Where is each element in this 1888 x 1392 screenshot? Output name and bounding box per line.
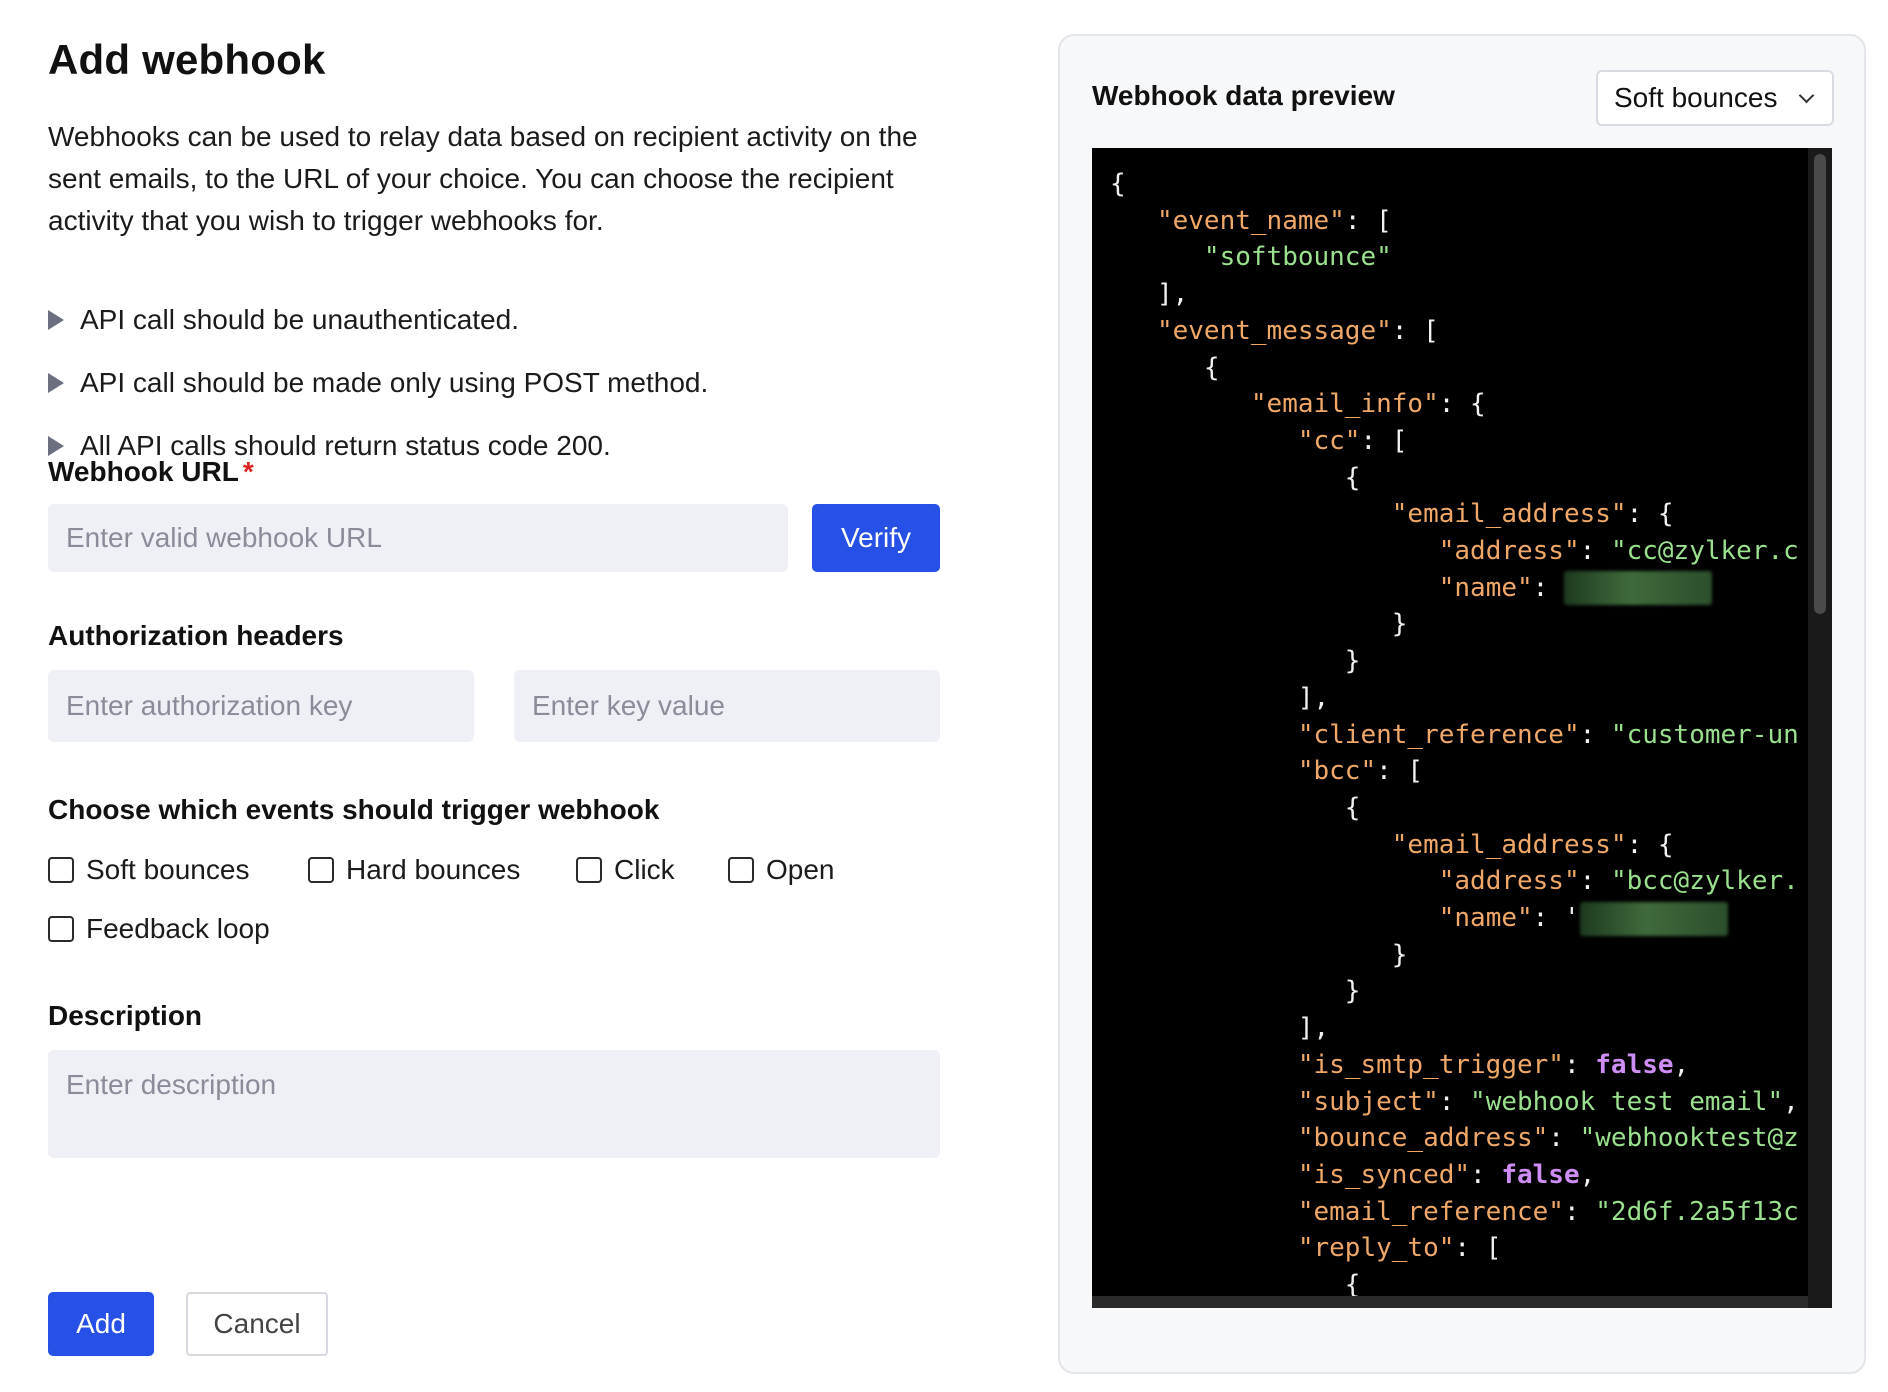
checkbox-click[interactable]: Click	[576, 854, 675, 886]
code-line: {	[1110, 169, 1126, 199]
list-item: API call should be made only using POST …	[48, 351, 708, 414]
code-line: {	[1110, 792, 1361, 823]
dropdown-selected-value: Soft bounces	[1614, 82, 1778, 113]
code-line: "reply_to": [	[1297, 1233, 1502, 1264]
redacted-value	[1563, 571, 1712, 606]
auth-key-input[interactable]	[48, 670, 474, 742]
auth-headers-label: Authorization headers	[48, 620, 344, 651]
checkbox-label: Feedback loop	[86, 913, 270, 944]
auth-value-input[interactable]	[514, 670, 940, 742]
add-webhook-form: Add webhook Webhooks can be used to rela…	[48, 36, 948, 1356]
preview-title: Webhook data preview	[1092, 80, 1395, 111]
required-marker: *	[242, 456, 254, 487]
rule-text: API call should be unauthenticated.	[80, 303, 519, 335]
webhook-url-label: Webhook URL*	[48, 456, 254, 488]
checkbox-open[interactable]: Open	[728, 854, 835, 886]
code-line: "address": "bcc@zylker.	[1438, 866, 1799, 897]
checkbox-box[interactable]	[48, 857, 74, 883]
code-line: {	[1110, 462, 1361, 493]
requirements-list: API call should be unauthenticated. API …	[48, 288, 708, 477]
horizontal-scrollbar[interactable]	[1092, 1296, 1808, 1308]
webhook-url-input[interactable]	[48, 504, 788, 572]
rule-text: All API calls should return status code …	[80, 429, 611, 461]
checkbox-label: Soft bounces	[86, 854, 250, 885]
code-line: ],	[1110, 682, 1330, 713]
code-line: "event_name": [	[1156, 205, 1392, 236]
caret-right-icon	[48, 372, 64, 393]
vertical-scrollbar[interactable]	[1808, 148, 1832, 1308]
code-line: "is_synced": false,	[1297, 1159, 1596, 1190]
event-type-dropdown[interactable]: Soft bounces	[1596, 70, 1834, 126]
scrollbar-thumb[interactable]	[1814, 154, 1826, 614]
events-label: Choose which events should trigger webho…	[48, 794, 660, 825]
rule-text: API call should be made only using POST …	[80, 366, 709, 398]
webhook-preview-panel: Webhook data preview Soft bounces { "eve…	[1058, 34, 1866, 1374]
code-line: "subject": "webhook test email",	[1297, 1086, 1799, 1117]
checkbox-feedback-loop[interactable]: Feedback loop	[48, 913, 270, 945]
code-line: "email_info": {	[1250, 389, 1486, 420]
description-input[interactable]	[48, 1050, 940, 1158]
checkbox-box[interactable]	[308, 857, 334, 883]
json-code: { "event_name": [ "softbounce" ], "event…	[1110, 166, 1799, 1304]
code-line: }	[1110, 646, 1361, 677]
code-line: "event_message": [	[1156, 315, 1439, 346]
code-line: ],	[1110, 1013, 1330, 1044]
code-line: "email_address": {	[1391, 829, 1674, 860]
code-line: {	[1110, 1270, 1361, 1301]
code-line: "bounce_address": "webhooktest@z	[1297, 1123, 1799, 1154]
code-line: ],	[1110, 279, 1189, 310]
intro-text: Webhooks can be used to relay data based…	[48, 121, 918, 236]
checkbox-hard-bounces[interactable]: Hard bounces	[308, 854, 520, 886]
checkbox-box[interactable]	[576, 857, 602, 883]
code-line: "email_reference": "2d6f.2a5f13c	[1297, 1196, 1799, 1227]
caret-right-icon	[48, 435, 64, 456]
cancel-button[interactable]: Cancel	[186, 1292, 328, 1356]
code-line: "email_address": {	[1391, 499, 1674, 530]
code-line: "is_smtp_trigger": false,	[1297, 1049, 1690, 1080]
code-line: {	[1110, 352, 1220, 383]
code-line: "softbounce"	[1203, 242, 1392, 273]
code-line: "name": '	[1110, 901, 1728, 936]
caret-right-icon	[48, 309, 64, 330]
checkbox-label: Click	[614, 854, 675, 885]
list-item: API call should be unauthenticated.	[48, 288, 708, 351]
code-line: }	[1110, 939, 1408, 970]
code-line: "bcc": [	[1297, 756, 1424, 787]
page-title: Add webhook	[48, 36, 326, 83]
checkbox-label: Open	[766, 854, 835, 885]
checkbox-box[interactable]	[48, 916, 74, 942]
json-preview-code-block[interactable]: { "event_name": [ "softbounce" ], "event…	[1092, 148, 1832, 1308]
code-line: }	[1110, 609, 1408, 640]
code-line: "cc": [	[1297, 425, 1408, 456]
checkbox-soft-bounces[interactable]: Soft bounces	[48, 854, 249, 886]
checkbox-box[interactable]	[728, 857, 754, 883]
code-line: }	[1110, 976, 1361, 1007]
chevron-down-icon	[1798, 87, 1815, 104]
list-item: All API calls should return status code …	[48, 414, 708, 477]
code-line: "address": "cc@zylker.c	[1438, 536, 1799, 567]
redacted-value	[1579, 901, 1728, 936]
description-label: Description	[48, 1000, 203, 1031]
code-line: "name":	[1110, 571, 1712, 606]
add-button[interactable]: Add	[48, 1292, 154, 1356]
webhook-url-label-text: Webhook URL	[48, 456, 239, 487]
checkbox-label: Hard bounces	[346, 854, 521, 885]
code-line: "client_reference": "customer-un	[1297, 719, 1799, 750]
verify-button[interactable]: Verify	[812, 504, 940, 572]
